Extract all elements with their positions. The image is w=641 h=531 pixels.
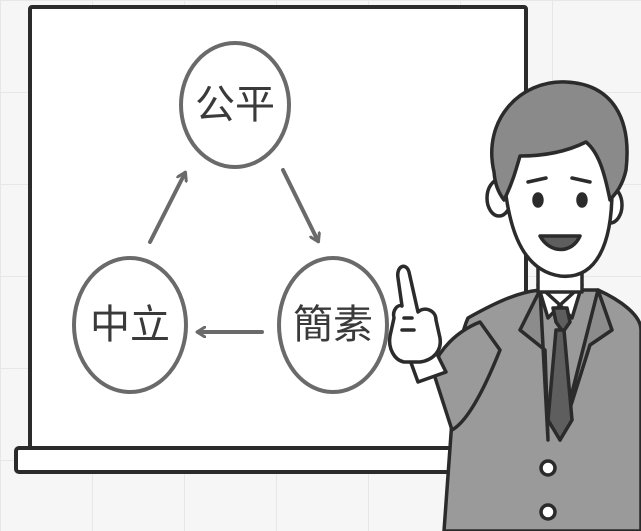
- node-neutrality-label: 中立: [90, 302, 170, 348]
- eyebrow-right: [570, 176, 592, 184]
- pointing-hand-icon: [387, 264, 443, 364]
- jacket-button-2: [539, 503, 557, 521]
- node-neutrality: 中立: [72, 256, 188, 394]
- node-fairness: 公平: [179, 41, 291, 169]
- arrow-fairness-to-simplicity: [281, 168, 318, 241]
- presenter-icon: [387, 80, 641, 531]
- eye-right: [576, 192, 588, 208]
- node-simplicity: 簡素: [277, 256, 389, 394]
- node-fairness-label: 公平: [195, 82, 275, 128]
- raised-arm: [430, 320, 502, 432]
- eyebrow-left: [526, 176, 548, 184]
- left-lapel: [518, 288, 550, 442]
- cycle-diagram: 公平 簡素 中立: [72, 41, 389, 394]
- tie-blade: [546, 328, 574, 442]
- node-simplicity-label: 簡素: [293, 302, 373, 348]
- arrow-neutrality-to-fairness: [148, 173, 185, 244]
- eye-left: [532, 192, 544, 208]
- jacket-button-1: [539, 459, 557, 477]
- hair-icon: [490, 80, 629, 202]
- right-lapel: [558, 288, 614, 442]
- smile-mouth: [538, 234, 582, 252]
- tie-icon: [551, 306, 572, 334]
- head: [485, 80, 629, 278]
